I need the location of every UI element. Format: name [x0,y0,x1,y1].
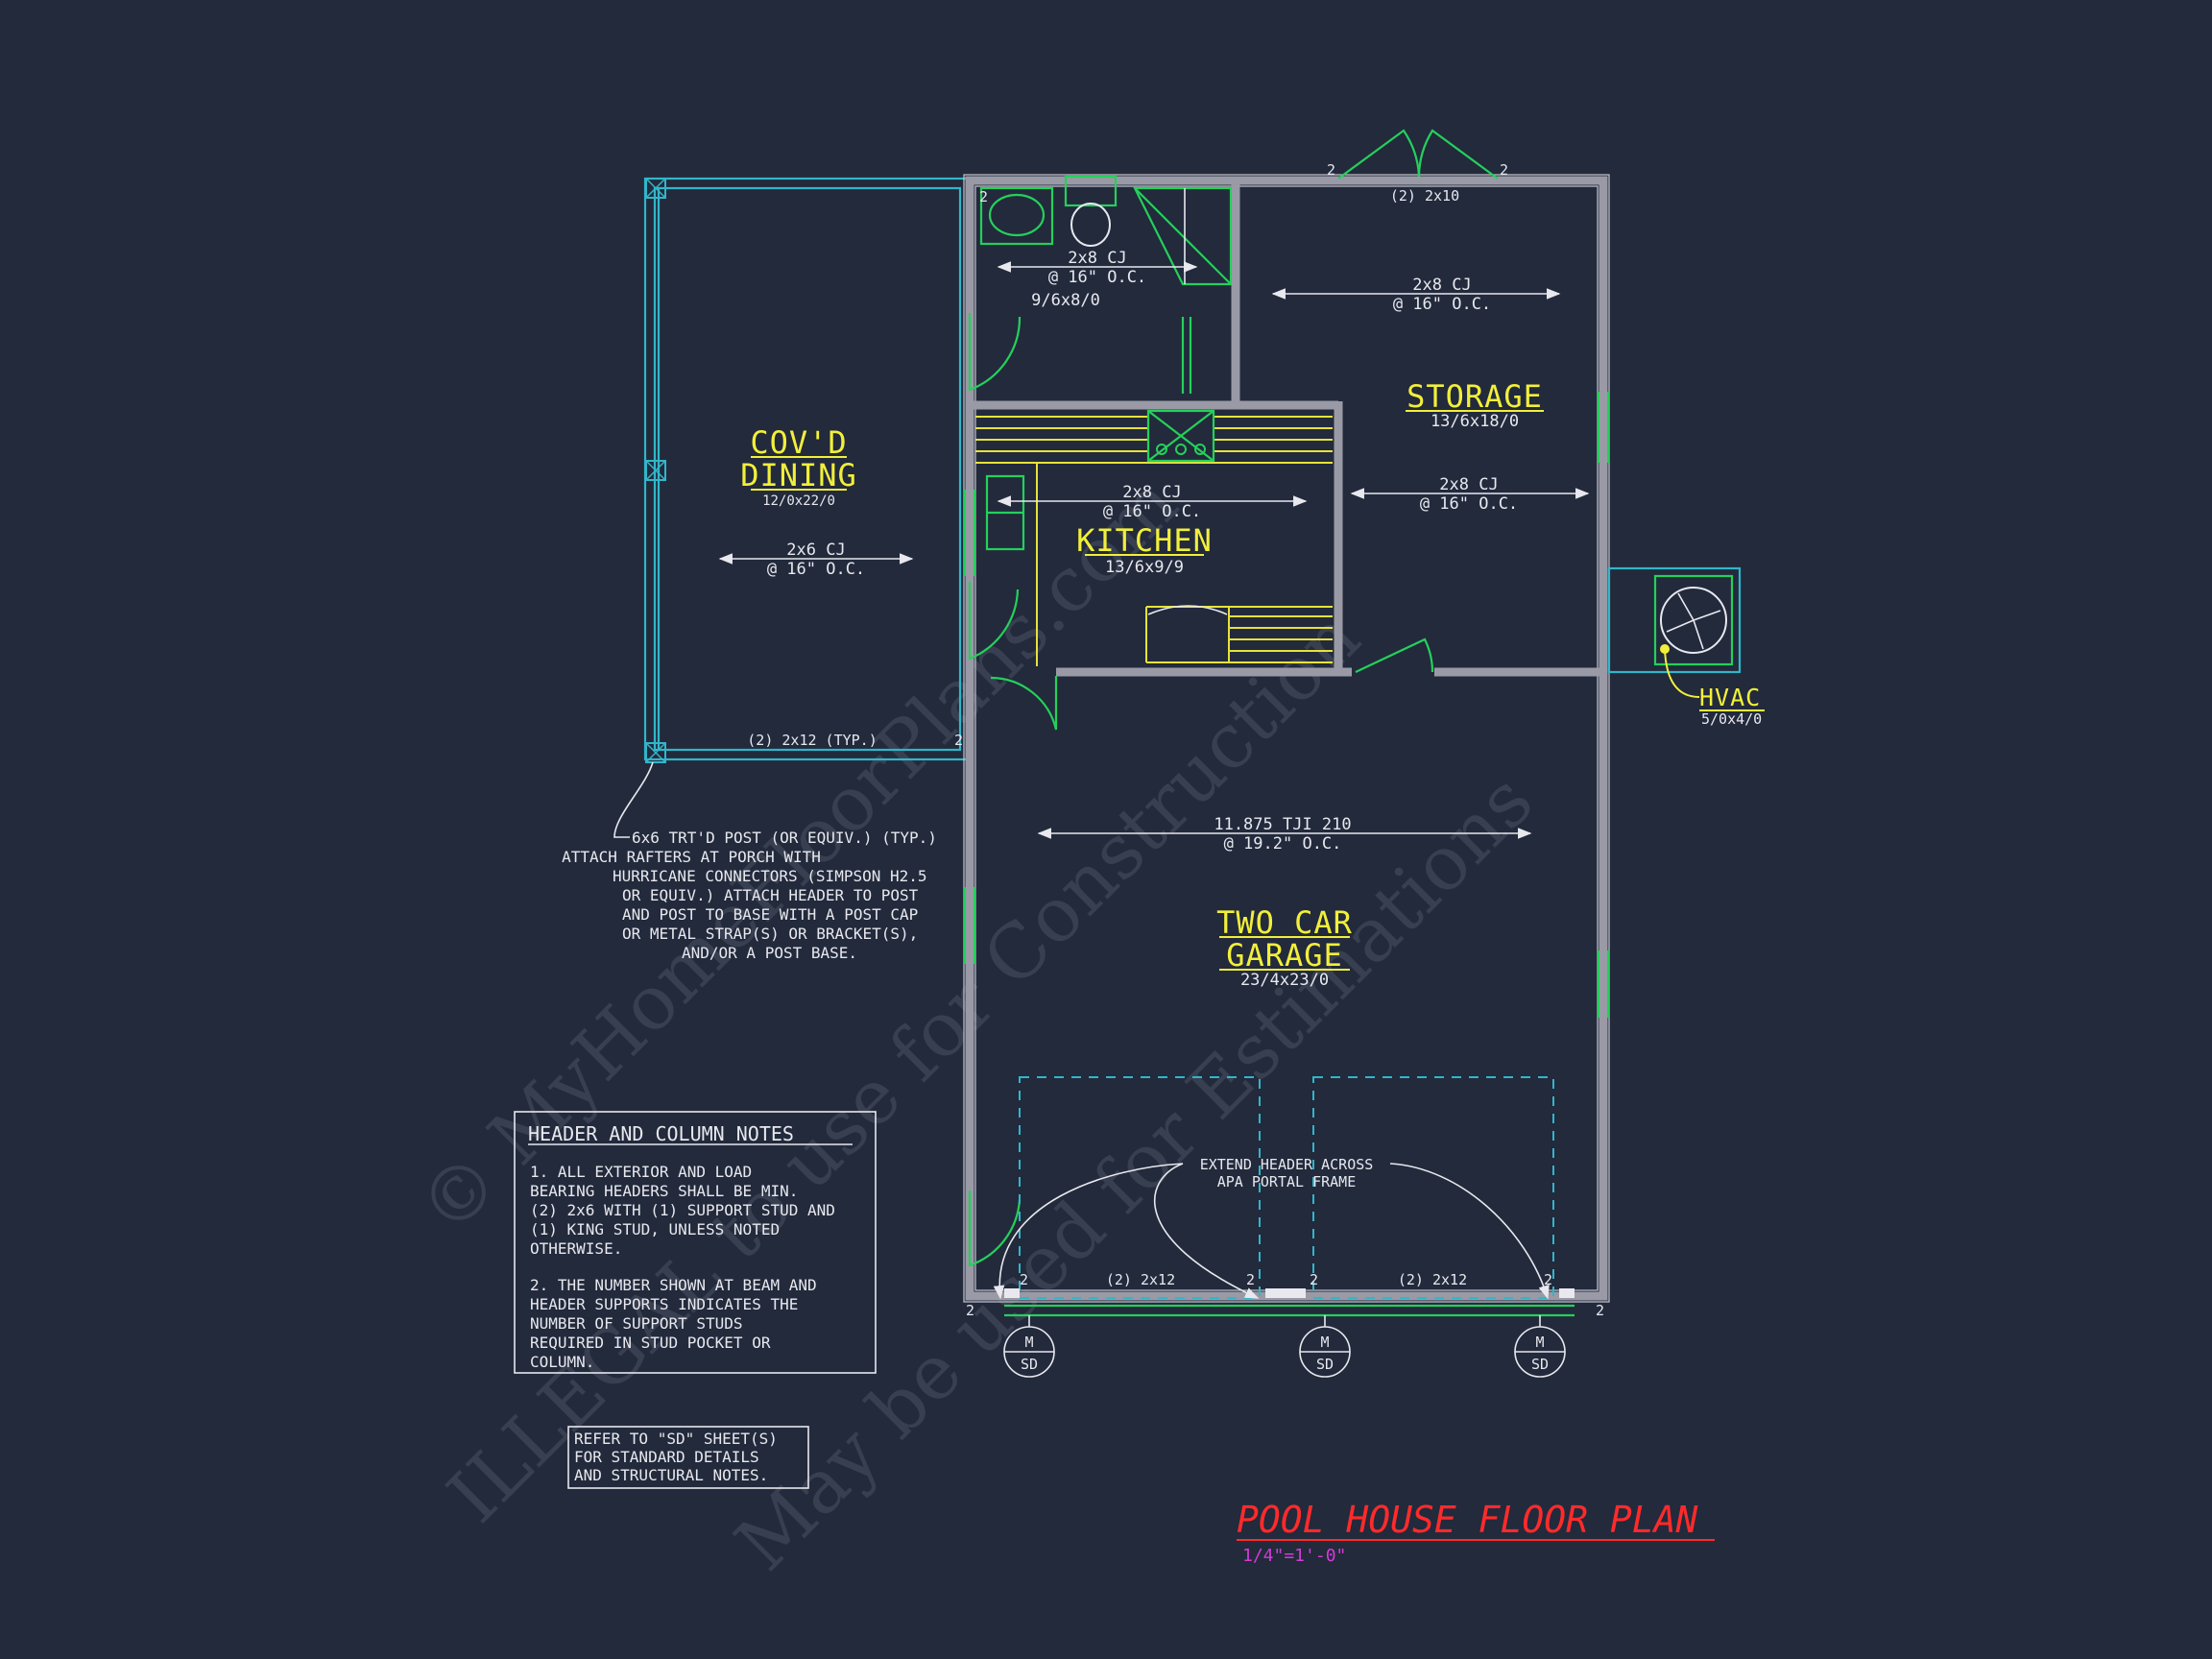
header-garage-left: (2) 2x12 [1106,1271,1175,1288]
storage-joist-bottom: 2x8 CJ [1439,475,1498,494]
stud-count: 2 [1544,1271,1552,1288]
post-note-line-5: AND POST TO BASE WITH A POST CAP [622,905,918,924]
hvac-size: 5/0x4/0 [1701,710,1762,728]
dining-spacing: @ 16" O.C. [767,560,865,579]
post-note-line-4: OR EQUIV.) ATTACH HEADER TO POST [622,886,919,904]
dining-name-1: COV'D [750,424,847,461]
refer-line-1: REFER TO "SD" SHEET(S) [574,1430,778,1448]
notes-title: HEADER AND COLUMN NOTES [528,1122,794,1145]
bath-joist: 2x8 CJ [1068,249,1126,268]
detail-tag-top: M [1535,1334,1544,1351]
toilet-tank-icon [1064,175,1118,207]
covered-dining-porch [643,177,972,763]
notes-line: 2. THE NUMBER SHOWN AT BEAM AND [530,1276,817,1294]
refer-line-2: FOR STANDARD DETAILS [574,1448,759,1466]
post-note-line-3: HURRICANE CONNECTORS (SIMPSON H2.5 [613,867,927,885]
stud-count: 2 [979,188,988,205]
stud-count: 2 [1327,161,1335,179]
detail-tag-middle: M SD [1299,1315,1351,1378]
stud-count: 2 [1596,1302,1604,1319]
storage-spacing-bottom: @ 16" O.C. [1420,494,1518,514]
hvac-label: HVAC [1699,684,1761,711]
porch-post-top [645,178,666,199]
detail-tag-bottom: SD [1021,1356,1038,1373]
notes-line: REQUIRED IN STUD POCKET OR [530,1334,771,1352]
detail-tag-bottom: SD [1531,1356,1549,1373]
kitchen-spacing: @ 16" O.C. [1103,502,1201,521]
plan-title: POOL HOUSE FLOOR PLAN [1237,1499,1698,1541]
notes-line: 1. ALL EXTERIOR AND LOAD [530,1163,752,1181]
header-garage-right: (2) 2x12 [1398,1271,1467,1288]
kitchen-name: KITCHEN [1076,522,1213,559]
garage-size: 23/4x23/0 [1240,971,1329,990]
stud-count: 2 [954,732,963,749]
garage-spacing: @ 19.2" O.C. [1224,834,1342,854]
notes-line: (2) 2x6 WITH (1) SUPPORT STUD AND [530,1201,835,1219]
post-note-line-7: AND/OR A POST BASE. [682,944,857,962]
room-labels: COV'D DINING 12/0x22/0 2x6 CJ @ 16" O.C.… [740,249,1544,990]
dining-size: 12/0x22/0 [762,493,835,509]
post-note-line-2: ATTACH RAFTERS AT PORCH WITH [562,848,821,866]
detail-tag-right: M SD [1514,1315,1566,1378]
detail-tag-left: M SD [1003,1315,1055,1378]
detail-tag-top: M [1320,1334,1329,1351]
notes-line: OTHERWISE. [530,1239,622,1258]
garage-joist: 11.875 TJI 210 [1214,815,1351,834]
porch-post-middle [645,460,666,481]
header-column-notes: HEADER AND COLUMN NOTES 1. ALL EXTERIOR … [514,1111,877,1374]
notes-line: NUMBER OF SUPPORT STUDS [530,1314,743,1333]
detail-tag-top: M [1024,1334,1033,1351]
windows [963,392,1610,1018]
storage-joist-top: 2x8 CJ [1412,276,1471,295]
plan-scale: 1/4"=1'-0" [1242,1546,1346,1566]
portal-frame-note: EXTEND HEADER ACROSS APA PORTAL FRAME [993,1156,1550,1300]
kitchen-joist: 2x8 CJ [1122,483,1181,502]
detail-tags: M SD M SD M SD [1003,1315,1566,1378]
portal-note-2: APA PORTAL FRAME [1217,1173,1357,1190]
drawing-title: POOL HOUSE FLOOR PLAN 1/4"=1'-0" [1237,1499,1715,1566]
notes-line: BEARING HEADERS SHALL BE MIN. [530,1182,798,1200]
header-storage-top: (2) 2x10 [1390,187,1459,204]
dining-name-2: DINING [740,457,857,493]
stud-count: 2 [1020,1271,1028,1288]
hvac-unit: HVAC 5/0x4/0 [1607,566,1765,728]
bathroom [979,175,1233,394]
stud-count: 2 [1246,1271,1255,1288]
post-note-line-1: 6x6 TRT'D POST (OR EQUIV.) (TYP.) [632,829,937,847]
porch-post-bottom [645,742,666,763]
kitchen-fixtures [975,409,1333,666]
doors [968,129,1499,1267]
dining-joist: 2x6 CJ [786,541,845,560]
toilet-bowl-icon [1070,203,1111,247]
refer-line-3: AND STRUCTURAL NOTES. [574,1466,768,1484]
post-note: 6x6 TRT'D POST (OR EQUIV.) (TYP.) ATTACH… [562,761,937,962]
kitchen-size: 13/6x9/9 [1105,558,1184,577]
stud-count: 2 [966,1302,974,1319]
garage-doors [1004,1076,1575,1317]
garage-name-2: GARAGE [1226,937,1343,974]
notes-line: HEADER SUPPORTS INDICATES THE [530,1295,798,1313]
bath-size: 9/6x8/0 [1031,291,1100,310]
refer-sd-box: REFER TO "SD" SHEET(S) FOR STANDARD DETA… [567,1426,809,1489]
sink-icon [988,193,1046,237]
watermark: © MyHomeFloorPlans.com ILLEGAL to use fo… [403,460,1550,1587]
header-callouts: (2) 2x10 2 2 2 (2) 2x12 (TYP.) 2 (2) 2x1… [747,161,1604,1319]
header-dining-bottom: (2) 2x12 (TYP.) [747,732,877,749]
stud-count: 2 [1500,161,1508,179]
storage-size: 13/6x18/0 [1431,412,1519,431]
notes-line: (1) KING STUD, UNLESS NOTED [530,1220,780,1238]
notes-line: COLUMN. [530,1353,594,1371]
post-note-line-6: OR METAL STRAP(S) OR BRACKET(S), [622,925,918,943]
stud-count: 2 [1310,1271,1318,1288]
detail-tag-bottom: SD [1316,1356,1334,1373]
portal-note-1: EXTEND HEADER ACROSS [1200,1156,1374,1173]
joist-arrows [718,261,1590,839]
fan-icon [1660,587,1727,654]
garage-name-1: TWO CAR [1216,904,1353,941]
storage-spacing-top: @ 16" O.C. [1393,295,1491,314]
bath-spacing: @ 16" O.C. [1048,268,1146,287]
storage-name: STORAGE [1407,378,1543,415]
